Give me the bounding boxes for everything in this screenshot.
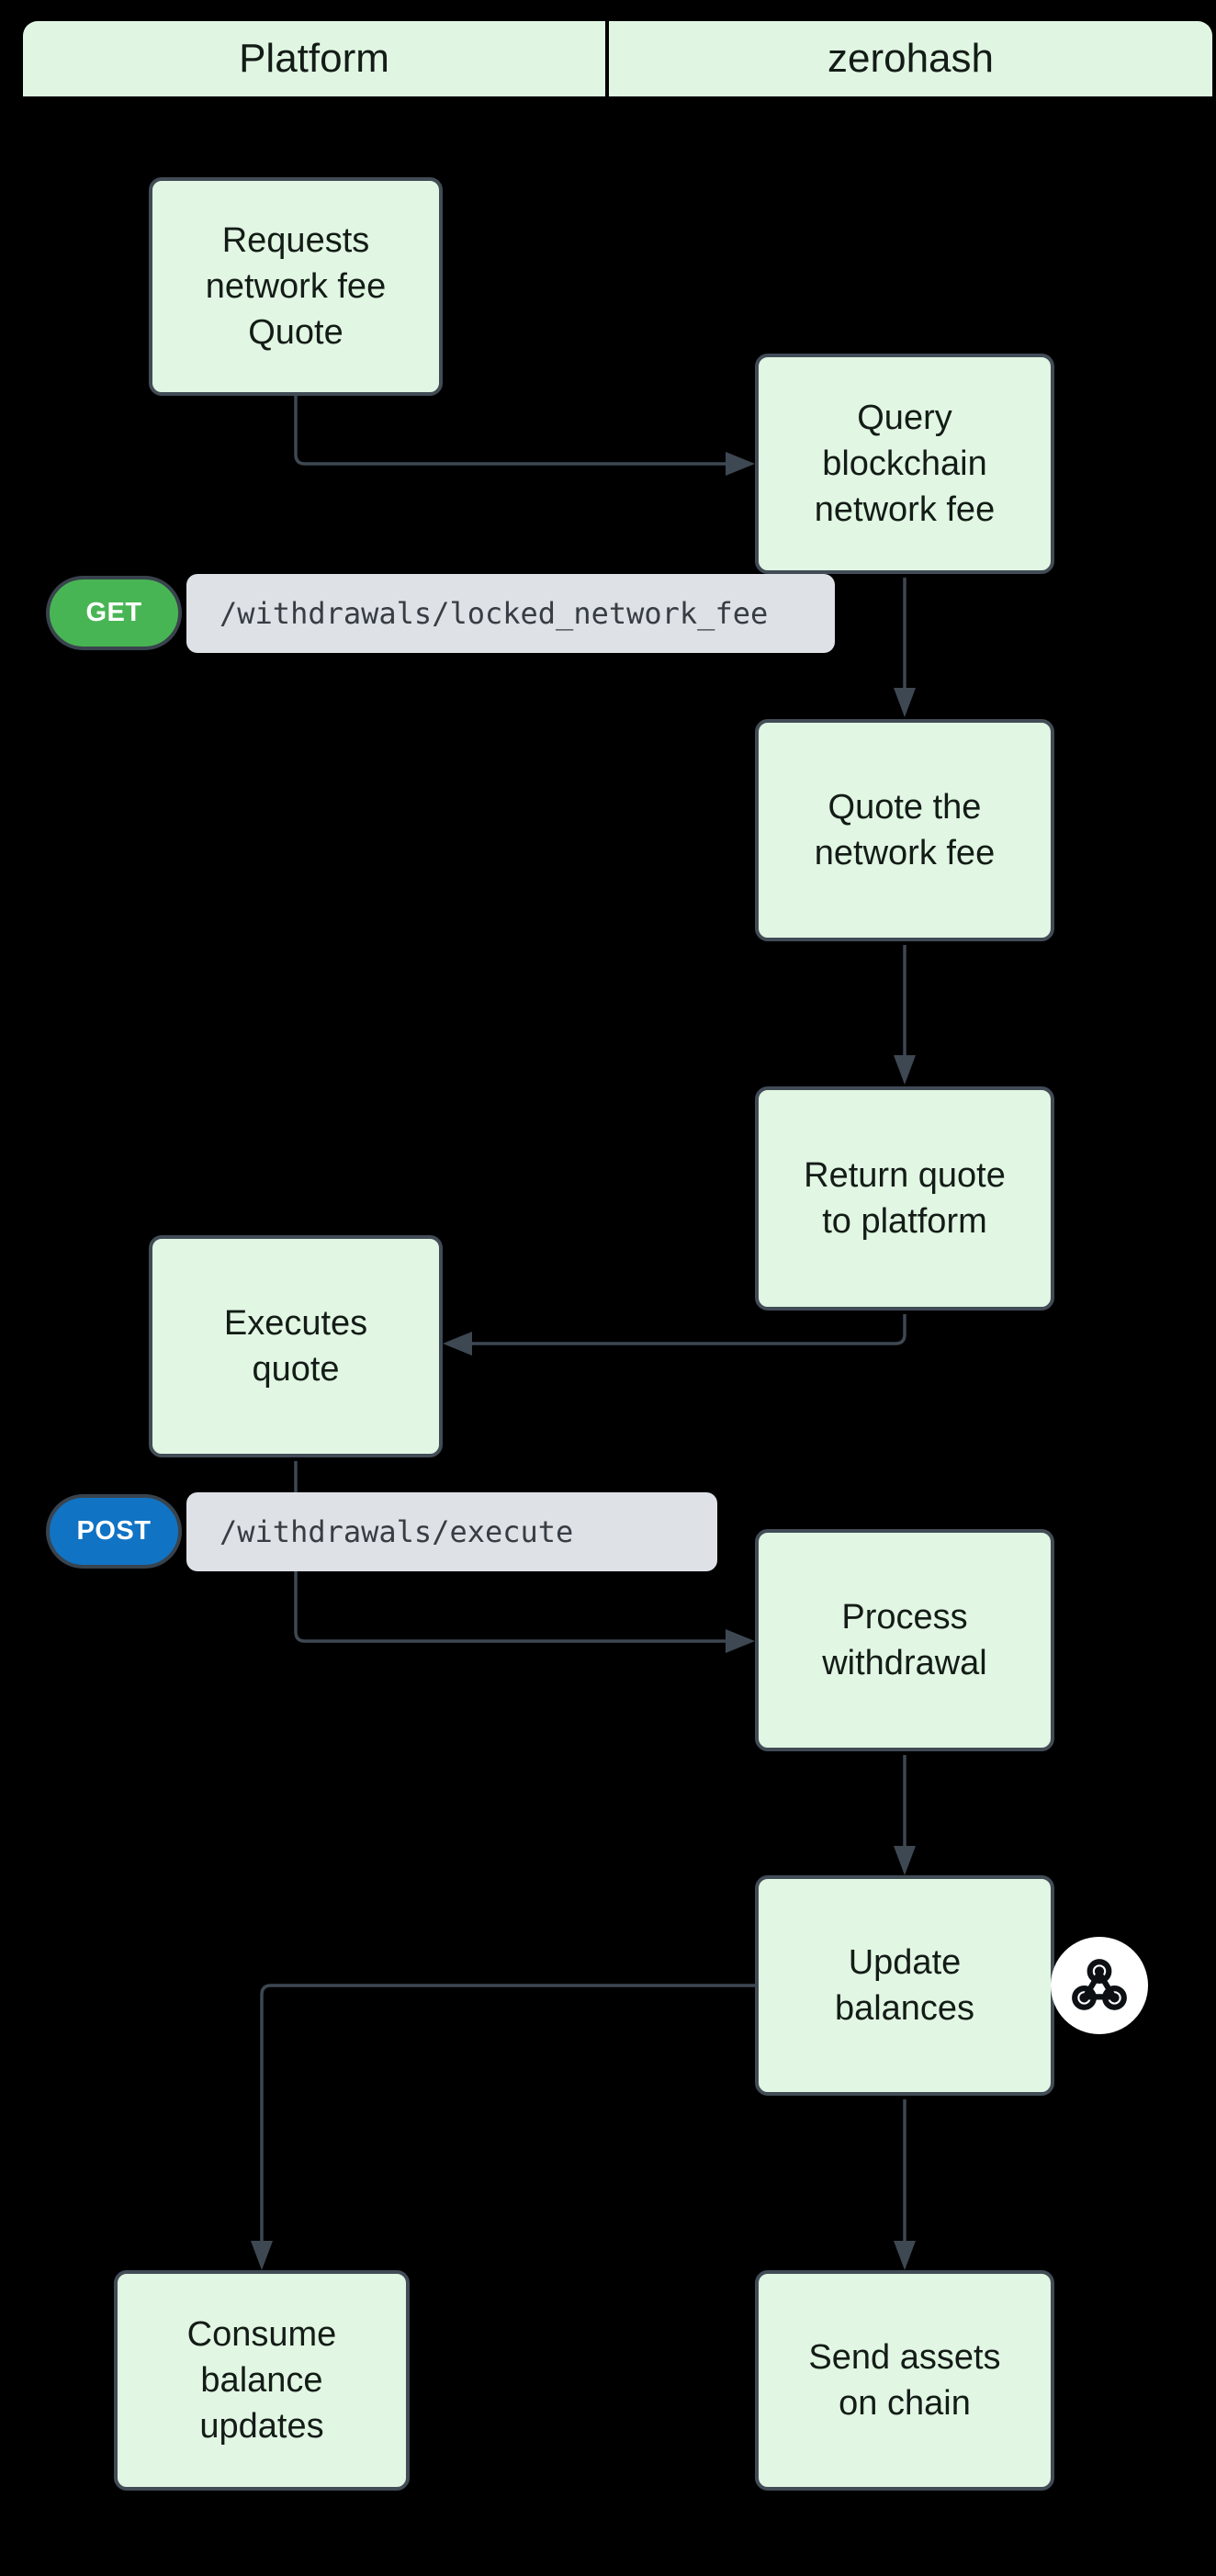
lane-zerohash: zerohash bbox=[609, 21, 1212, 96]
arrow-requests-to-query bbox=[294, 396, 755, 476]
node-quote-the-network-fee: Quote the network fee bbox=[755, 719, 1054, 941]
node-update-balances: Update balances bbox=[755, 1875, 1054, 2096]
lane-platform: Platform bbox=[23, 21, 605, 96]
node-query-blockchain-network-fee: Query blockchain network fee bbox=[755, 354, 1054, 574]
arrow-query-to-quote bbox=[894, 578, 916, 717]
node-send-assets-on-chain: Send assets on chain bbox=[755, 2270, 1054, 2491]
lane-header: Platform zerohash bbox=[23, 21, 1212, 96]
get-endpoint-path: /withdrawals/locked_network_fee bbox=[186, 574, 835, 653]
post-method-badge: POST bbox=[46, 1494, 182, 1569]
node-return-quote-to-platform: Return quote to platform bbox=[755, 1086, 1054, 1310]
arrow-quote-to-return bbox=[894, 945, 916, 1085]
webhook-glyph bbox=[1072, 1959, 1127, 2010]
arrow-return-to-executes bbox=[443, 1314, 906, 1355]
node-consume-balance-updates: Consume balance updates bbox=[114, 2270, 410, 2491]
get-method-badge: GET bbox=[46, 576, 182, 650]
arrow-update-to-consume bbox=[251, 1984, 755, 2270]
post-endpoint-path: /withdrawals/execute bbox=[186, 1492, 717, 1571]
arrow-process-to-update bbox=[894, 1755, 916, 1875]
arrow-executes-to-process bbox=[294, 1461, 755, 1653]
node-executes-quote: Executes quote bbox=[149, 1235, 443, 1457]
webhook-icon bbox=[1051, 1937, 1148, 2034]
node-requests-network-fee-quote: Requests network fee Quote bbox=[149, 177, 443, 396]
arrow-update-to-send bbox=[894, 2099, 916, 2270]
node-process-withdrawal: Process withdrawal bbox=[755, 1529, 1054, 1751]
